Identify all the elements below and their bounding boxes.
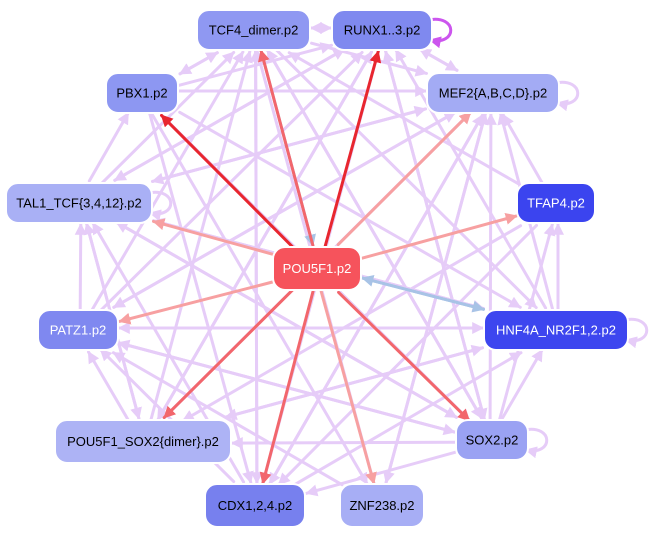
edge-mef2-to-mef2 (553, 80, 580, 112)
node-box (105, 72, 179, 114)
node-box (196, 9, 311, 51)
node-box (339, 483, 425, 528)
node-tfap4[interactable]: TFAP4.p2 (516, 182, 596, 224)
edge-tal1-to-pbx1 (87, 111, 130, 183)
edge-sox2-to-mef2 (484, 112, 497, 421)
node-box (5, 182, 153, 224)
edge-tfap4-to-cdx (277, 223, 538, 486)
node-box (426, 72, 560, 114)
node-label: ZNF238.p2 (349, 498, 414, 513)
edge-pou5f1-to-tcf4 (257, 49, 315, 247)
node-patz1[interactable]: PATZ1.p2 (37, 309, 119, 351)
node-hnf4a[interactable]: HNF4A_NR2F1,2.p2 (483, 309, 629, 351)
edge-tcf4-to-pbx1 (178, 51, 219, 76)
node-pou5f1sox2[interactable]: POU5F1_SOX2{dimer}.p2 (54, 419, 232, 464)
node-label: PATZ1.p2 (50, 323, 107, 338)
edge-sox2-to-sox2 (522, 427, 549, 459)
edge-pou5f1-to-cdx (259, 290, 315, 485)
edge-pou5f1-to-runx (323, 50, 382, 248)
edge-tal1-to-sox2 (115, 220, 458, 419)
edge-pbx1-to-hnf4a (178, 110, 522, 309)
edge-tcf4-to-cdx (250, 49, 263, 485)
edge-pou5f1-to-pbx1 (160, 113, 295, 249)
edge-tal1-to-tal1 (146, 190, 173, 222)
node-box (37, 309, 119, 351)
edge-pou5f1sox2-to-patz1 (87, 350, 130, 422)
edge-tfap4-to-mef2 (501, 113, 544, 185)
node-box (331, 9, 433, 51)
node-box (516, 182, 596, 224)
edge-runx-to-runx (426, 17, 453, 49)
node-label: PBX1.p2 (116, 86, 167, 101)
node-label: TAL1_TCF{3,4,12}.p2 (16, 196, 142, 211)
node-runx[interactable]: RUNX1..3.p2 (331, 9, 433, 51)
node-label: TCF4_dimer.p2 (209, 23, 299, 38)
node-label: SOX2.p2 (466, 433, 519, 448)
edge-hnf4a-to-pou5f1 (361, 274, 485, 311)
node-label: POU5F1_SOX2{dimer}.p2 (67, 434, 219, 449)
edge-tfap4-to-pou5f1sox2 (181, 224, 523, 423)
edge-hnf4a-to-hnf4a (622, 317, 649, 349)
edge-runx-to-tal1 (113, 47, 346, 182)
edge-runx-to-pou5f1sox2 (156, 50, 373, 422)
edge-pou5f1-to-pou5f1sox2 (162, 288, 295, 420)
node-tal1[interactable]: TAL1_TCF{3,4,12}.p2 (5, 182, 153, 224)
node-label: CDX1,2,4.p2 (218, 498, 292, 513)
node-box (272, 246, 362, 291)
edge-pbx1-to-cdx (148, 112, 254, 484)
edge-pou5f1-to-znf238 (319, 290, 377, 485)
edge-mef2-to-runx (418, 47, 459, 72)
node-box (204, 483, 306, 528)
edge-patz1-to-tal1 (74, 222, 87, 311)
node-sox2[interactable]: SOX2.p2 (455, 419, 529, 461)
node-label: HNF4A_NR2F1,2.p2 (496, 323, 616, 338)
node-box (483, 309, 629, 351)
node-box (455, 419, 529, 461)
edge-runx-to-sox2 (384, 50, 488, 421)
edge-mef2-to-patz1 (112, 110, 457, 309)
edge-pou5f1-to-tal1 (152, 218, 274, 256)
node-znf238[interactable]: ZNF238.p2 (339, 483, 425, 528)
node-box (54, 419, 232, 464)
edge-pbx1-to-znf238 (151, 113, 369, 486)
edge-mef2-to-cdx (268, 113, 485, 486)
edge-sox2-to-cdx (305, 450, 457, 497)
edge-patz1-to-runx (99, 50, 364, 312)
edge-znf238-to-patz1 (111, 351, 344, 487)
edge-pou5f1-to-tfap4 (361, 212, 518, 260)
node-label: RUNX1..3.p2 (344, 23, 421, 38)
edge-pou5f1-to-sox2 (337, 290, 471, 422)
edge-pou5f1sox2-to-hnf4a (224, 344, 484, 419)
node-pou5f1[interactable]: POU5F1.p2 (272, 246, 362, 291)
node-label: POU5F1.p2 (283, 261, 352, 276)
node-label: MEF2{A,B,C,D}.p2 (439, 86, 547, 101)
edge-pou5f1-to-mef2 (336, 111, 472, 247)
edge-tcf4-to-sox2 (265, 48, 483, 420)
edge-mef2-to-tal1 (151, 107, 427, 185)
node-label: TFAP4.p2 (527, 196, 585, 211)
edge-sox2-to-hnf4a (501, 348, 544, 420)
node-cdx[interactable]: CDX1,2,4.p2 (204, 483, 306, 528)
node-pbx1[interactable]: PBX1.p2 (105, 72, 179, 114)
node-mef2[interactable]: MEF2{A,B,C,D}.p2 (426, 72, 560, 114)
node-tcf4[interactable]: TCF4_dimer.p2 (196, 9, 311, 51)
edge-pou5f1-to-patz1 (118, 280, 274, 325)
edge-hnf4a-to-runx (394, 48, 548, 310)
